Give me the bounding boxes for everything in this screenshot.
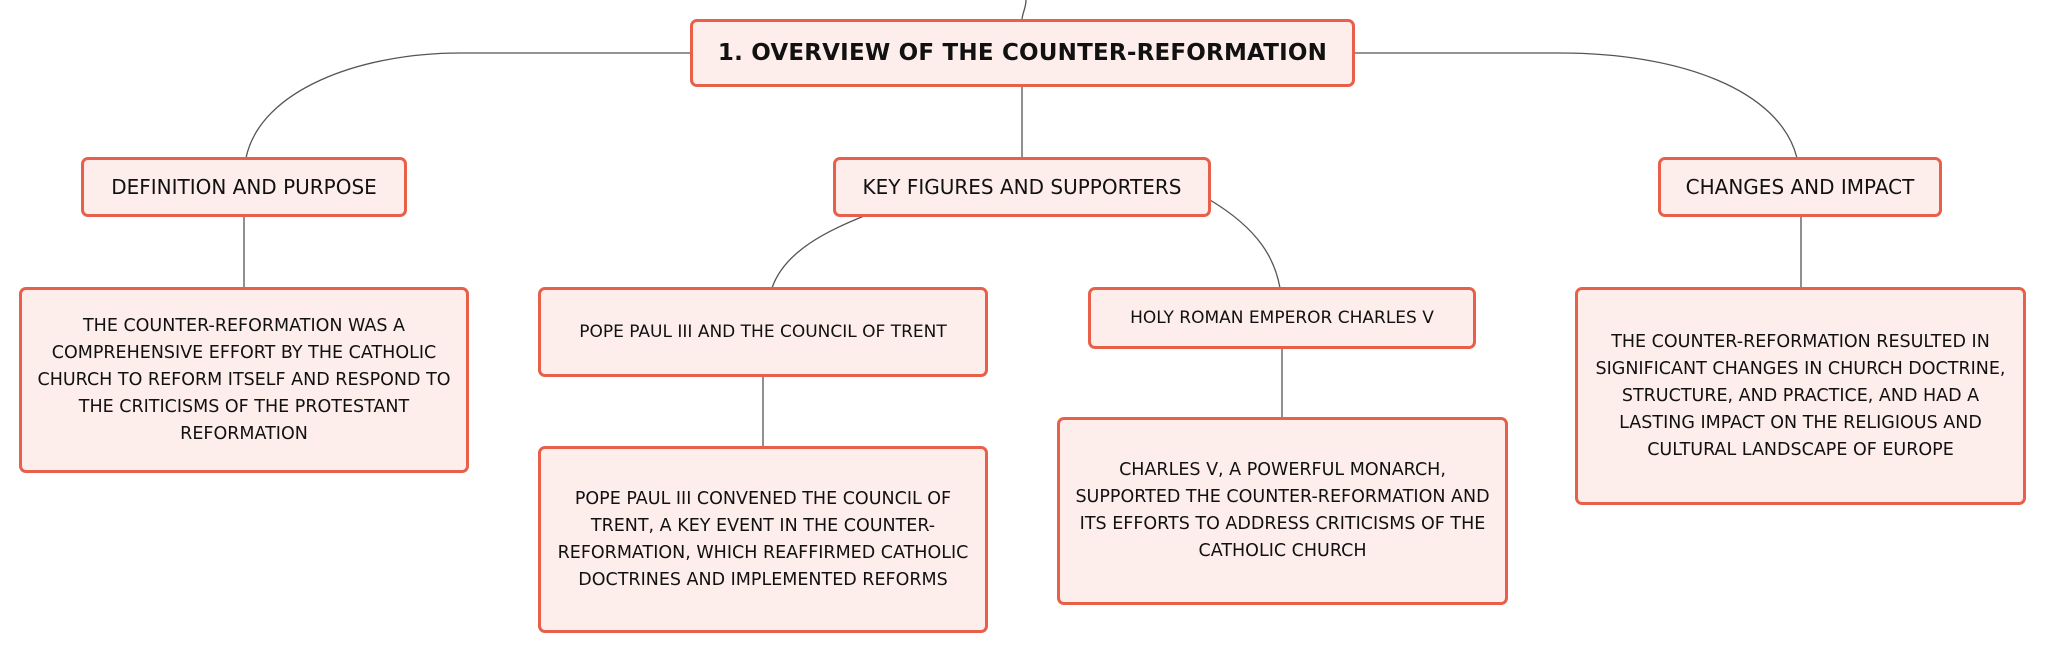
detail-charles-v[interactable]: CHARLES V, A POWERFUL MONARCH, SUPPORTED… [1057, 417, 1508, 605]
topic-key-figures-and-supporters[interactable]: KEY FIGURES AND SUPPORTERS [833, 157, 1211, 217]
connector-root-to-definition [245, 52, 690, 159]
detail-text: THE COUNTER-REFORMATION RESULTED IN SIGN… [1595, 331, 2006, 460]
connector-parent-to-root [1021, 0, 1027, 21]
subtopic-label: HOLY ROMAN EMPEROR CHARLES V [1130, 308, 1434, 328]
topic-label: DEFINITION AND PURPOSE [111, 175, 377, 199]
subtopic-label: POPE PAUL III AND THE COUNCIL OF TRENT [579, 322, 947, 342]
topic-label: CHANGES AND IMPACT [1685, 175, 1915, 199]
detail-changes-and-impact[interactable]: THE COUNTER-REFORMATION RESULTED IN SIGN… [1575, 287, 2026, 505]
detail-pope-paul-iii[interactable]: POPE PAUL III CONVENED THE COUNCIL OF TR… [538, 446, 988, 633]
detail-definition-and-purpose[interactable]: THE COUNTER-REFORMATION WAS A COMPREHENS… [19, 287, 469, 473]
subtopic-charles-v[interactable]: HOLY ROMAN EMPEROR CHARLES V [1088, 287, 1476, 349]
connector-key-figures-to-charles [1209, 199, 1281, 289]
detail-text: CHARLES V, A POWERFUL MONARCH, SUPPORTED… [1075, 460, 1490, 561]
topic-definition-and-purpose[interactable]: DEFINITION AND PURPOSE [81, 157, 407, 217]
root-node-label: 1. OVERVIEW OF THE COUNTER-REFORMATION [717, 40, 1328, 66]
subtopic-pope-paul-iii[interactable]: POPE PAUL III AND THE COUNCIL OF TRENT [538, 287, 988, 377]
topic-changes-and-impact[interactable]: CHANGES AND IMPACT [1658, 157, 1942, 217]
root-node[interactable]: 1. OVERVIEW OF THE COUNTER-REFORMATION [690, 19, 1355, 87]
detail-text: THE COUNTER-REFORMATION WAS A COMPREHENS… [37, 315, 451, 444]
topic-label: KEY FIGURES AND SUPPORTERS [862, 175, 1182, 199]
connector-key-figures-to-pope [771, 215, 865, 289]
detail-text: POPE PAUL III CONVENED THE COUNCIL OF TR… [557, 488, 969, 590]
connector-root-to-changes [1354, 52, 1798, 159]
